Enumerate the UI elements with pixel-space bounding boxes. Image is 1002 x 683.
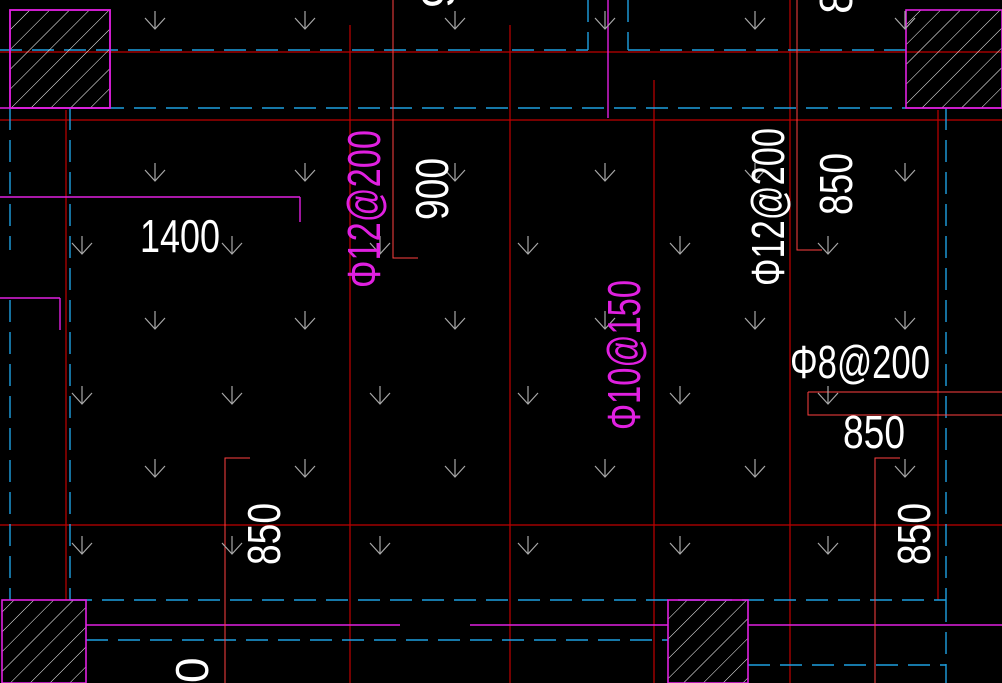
down-arrow-icon <box>71 535 93 555</box>
down-arrow-icon <box>894 458 916 478</box>
column-bottom-left <box>1 599 87 683</box>
down-arrow-icon <box>369 385 391 405</box>
down-arrow-icon <box>894 162 916 182</box>
down-arrow-icon <box>744 458 766 478</box>
down-arrow-icon <box>894 310 916 330</box>
down-arrow-icon <box>517 535 539 555</box>
down-arrow-icon <box>517 385 539 405</box>
rebar-label-left: Φ12@200 <box>338 130 390 288</box>
down-arrow-icon <box>294 10 316 30</box>
down-arrow-icon <box>71 385 93 405</box>
down-arrow-icon <box>594 162 616 182</box>
partial-top-right-label: 8 <box>810 0 862 14</box>
dimension-leaders <box>224 0 1002 683</box>
rebar-labels: Φ12@200 Φ10@150 Φ12@200 Φ8@200 <box>338 128 930 430</box>
down-arrow-icon <box>517 235 539 255</box>
rebar-label-right: Φ12@200 <box>742 128 794 286</box>
down-arrow-icon <box>294 310 316 330</box>
down-arrow-icon <box>817 235 839 255</box>
down-arrow-icon <box>221 235 243 255</box>
down-arrow-icon <box>444 458 466 478</box>
down-arrow-icon <box>221 385 243 405</box>
dim-850-bottom-left: 850 <box>238 503 290 565</box>
rebar-lines <box>0 0 1002 626</box>
down-arrow-icon <box>144 10 166 30</box>
dim-850-top: 850 <box>810 153 862 215</box>
rebar-label-center: Φ10@150 <box>598 280 650 430</box>
dim-850-bottom-right: 850 <box>888 503 940 565</box>
dim-1400: 1400 <box>140 210 220 262</box>
columns <box>1 9 1002 683</box>
down-arrow-icon <box>444 310 466 330</box>
partial-top-label: 9 <box>412 0 464 8</box>
dimension-labels: 1400 900 850 850 850 850 9 8 0 <box>140 0 940 683</box>
down-arrow-icon <box>669 235 691 255</box>
down-arrow-icon <box>369 535 391 555</box>
down-arrow-icon <box>669 385 691 405</box>
down-arrow-icon <box>71 235 93 255</box>
down-arrow-icon <box>594 10 616 30</box>
down-arrow-icon <box>144 310 166 330</box>
rebar-label-edge: Φ8@200 <box>790 336 930 388</box>
down-arrow-icon <box>817 535 839 555</box>
down-arrow-icon <box>669 535 691 555</box>
down-arrow-icon <box>744 10 766 30</box>
dim-900: 900 <box>406 158 458 220</box>
down-arrow-icon <box>144 162 166 182</box>
partial-bottom-label: 0 <box>166 657 218 683</box>
down-arrow-icon <box>144 458 166 478</box>
down-arrow-icon <box>744 310 766 330</box>
dim-850-mid: 850 <box>843 406 905 458</box>
column-top-left <box>9 9 111 109</box>
down-arrow-icon <box>594 458 616 478</box>
down-arrow-icon <box>294 162 316 182</box>
down-arrow-icon <box>444 10 466 30</box>
slab-edges <box>0 0 947 683</box>
down-arrow-icon <box>294 458 316 478</box>
column-top-right <box>905 9 1002 109</box>
down-arrow-icon <box>817 385 839 405</box>
column-bottom-right <box>667 599 749 683</box>
